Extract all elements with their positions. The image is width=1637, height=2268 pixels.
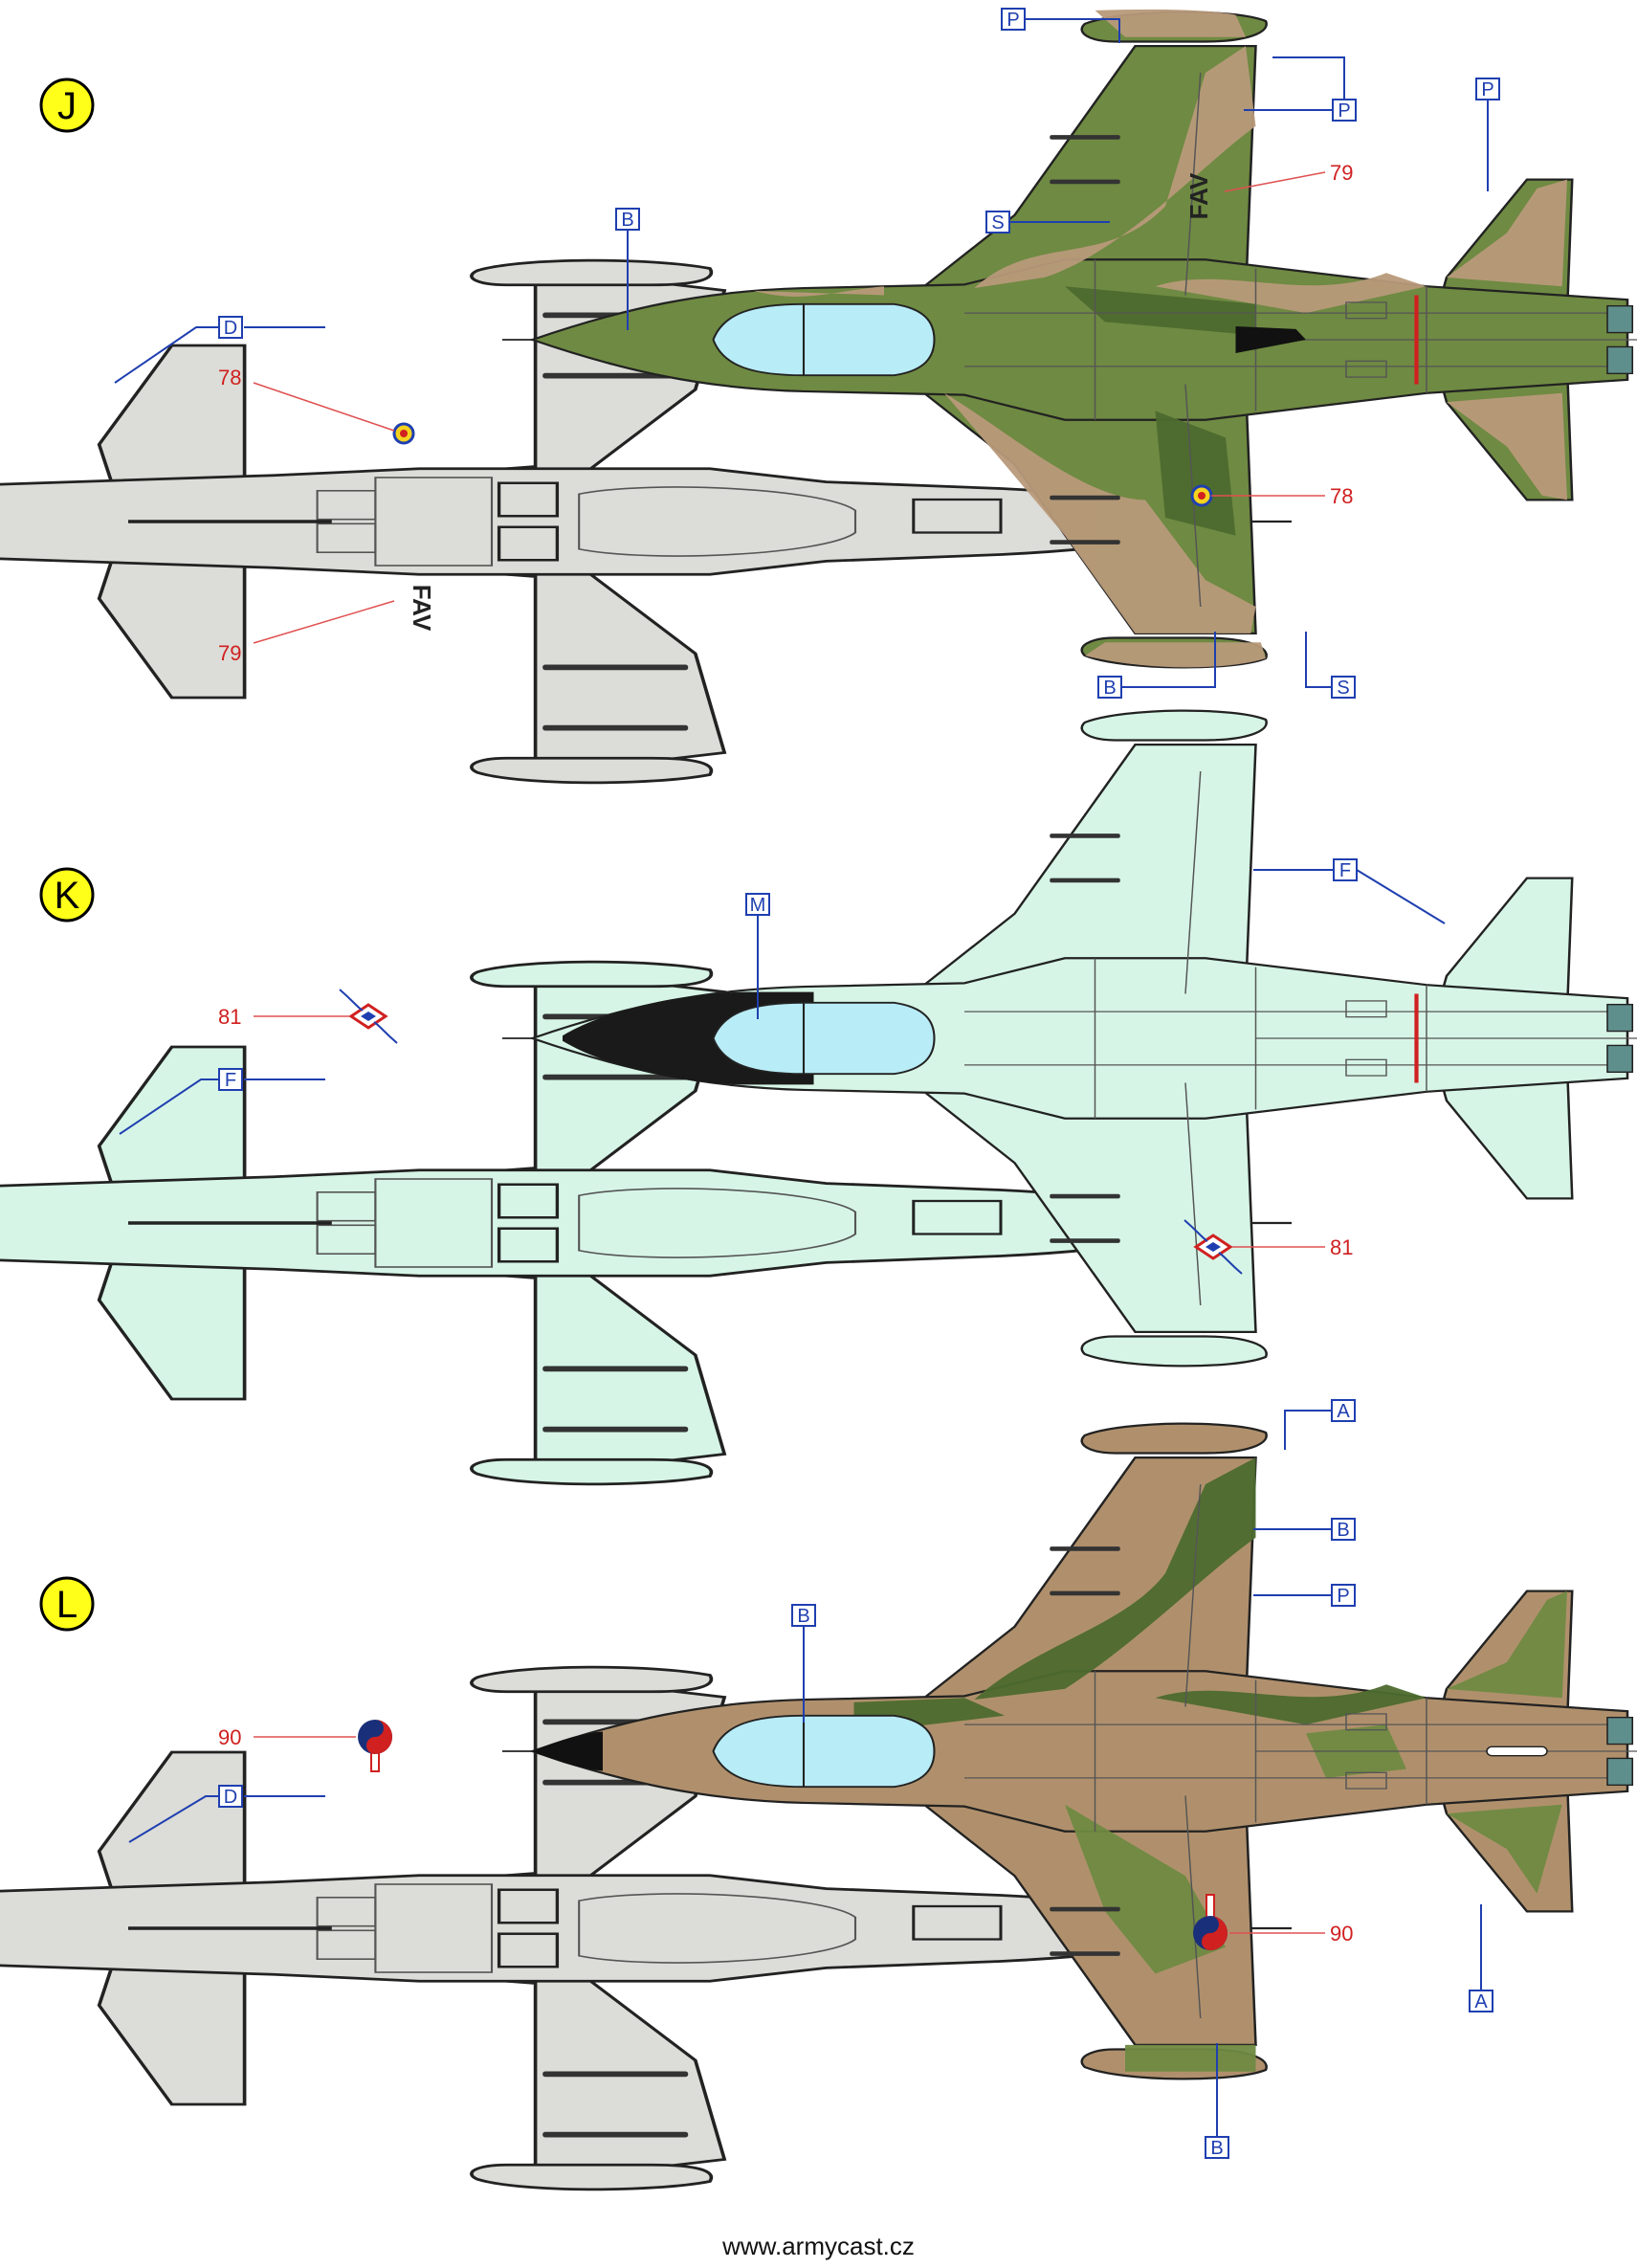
callout-k-f2: F: [119, 1068, 325, 1135]
scheme-k: K M: [0, 709, 1637, 1486]
roundel-l-lower: [358, 1720, 392, 1772]
callout-l-b1: B: [1253, 1518, 1356, 1541]
svg-text:B: B: [1337, 1520, 1349, 1541]
svg-text:F: F: [225, 1070, 236, 1091]
roundel-j-upper: [1190, 484, 1213, 507]
svg-text:90: 90: [218, 1725, 241, 1749]
svg-text:M: M: [750, 895, 766, 916]
svg-text:P: P: [1337, 1586, 1349, 1607]
svg-text:78: 78: [1330, 484, 1353, 508]
callout-l-b2: B: [791, 1604, 816, 1723]
svg-text:78: 78: [218, 366, 241, 389]
callout-j-p1: P: [1001, 8, 1120, 43]
svg-text:81: 81: [1330, 1235, 1353, 1259]
callout-l-p: P: [1253, 1584, 1356, 1607]
svg-text:P: P: [1481, 79, 1493, 100]
svg-text:90: 90: [1330, 1922, 1353, 1946]
svg-text:D: D: [224, 1787, 237, 1808]
svg-text:P: P: [1338, 100, 1350, 122]
serial-j-upper: FAV: [1184, 172, 1213, 219]
callout-l-a1: A: [1284, 1399, 1356, 1450]
roundel-k-lower: [339, 989, 398, 1044]
roundel-j-lower: [392, 422, 415, 445]
callout-j-s1: S: [985, 211, 1110, 233]
callout-j-d1: D: [114, 316, 325, 384]
svg-text:B: B: [621, 210, 633, 231]
svg-text:D: D: [224, 318, 237, 339]
aircraft-l-top: [502, 1422, 1637, 2080]
svg-text:S: S: [991, 212, 1004, 233]
svg-text:79: 79: [218, 641, 241, 665]
svg-text:FAV: FAV: [1184, 172, 1213, 219]
badge-l-letter: L: [56, 1584, 77, 1626]
callout-k-f1: F: [1253, 858, 1446, 924]
svg-text:FAV: FAV: [408, 585, 436, 632]
roundel-k-upper: [1184, 1219, 1243, 1275]
svg-text:A: A: [1337, 1401, 1350, 1422]
badge-j: J: [39, 78, 95, 133]
roundel-l-upper: [1193, 1894, 1228, 1950]
serial-j-lower: FAV: [408, 585, 436, 632]
scheme-l: L: [0, 1399, 1637, 2191]
svg-text:S: S: [1337, 678, 1349, 699]
callout-j-s2: S: [1305, 632, 1356, 699]
decal-k-81-lower: 81: [218, 1005, 349, 1029]
aircraft-j-top: [502, 9, 1637, 669]
svg-text:A: A: [1474, 1991, 1488, 2012]
callout-l-b3: B: [1205, 2043, 1229, 2159]
scheme-j: J FAV: [0, 8, 1637, 785]
callout-j-p3: P: [1475, 78, 1500, 191]
callout-l-a2: A: [1469, 1904, 1493, 2012]
decal-j-79-upper: 79: [1224, 161, 1353, 192]
callout-j-b2: B: [1097, 632, 1216, 699]
decal-j-79-lower: 79: [218, 600, 395, 665]
svg-text:B: B: [1103, 678, 1116, 699]
badge-j-letter: J: [57, 85, 77, 127]
decal-k-81-upper: 81: [1232, 1235, 1353, 1259]
badge-k: K: [39, 867, 95, 923]
callout-l-d: D: [128, 1785, 325, 1843]
website-footer[interactable]: www.armycast.cz: [722, 2232, 915, 2260]
decal-j-78-lower: 78: [218, 366, 395, 432]
callout-j-b1: B: [615, 208, 640, 330]
callout-k-m: M: [745, 893, 770, 1019]
svg-text:F: F: [1339, 860, 1351, 881]
svg-text:79: 79: [1330, 161, 1353, 185]
badge-l: L: [39, 1576, 95, 1632]
svg-text:B: B: [797, 1606, 809, 1627]
svg-text:P: P: [1007, 10, 1019, 31]
decal-l-90-upper: 90: [1229, 1922, 1353, 1946]
aircraft-k-top: [502, 709, 1637, 1367]
badge-k-letter: K: [55, 875, 80, 917]
svg-text:81: 81: [218, 1005, 241, 1029]
decal-l-90-lower: 90: [218, 1725, 356, 1749]
svg-text:B: B: [1210, 2138, 1223, 2159]
decal-j-78-upper: 78: [1211, 484, 1353, 508]
callout-j-p2: P: [1244, 56, 1357, 122]
